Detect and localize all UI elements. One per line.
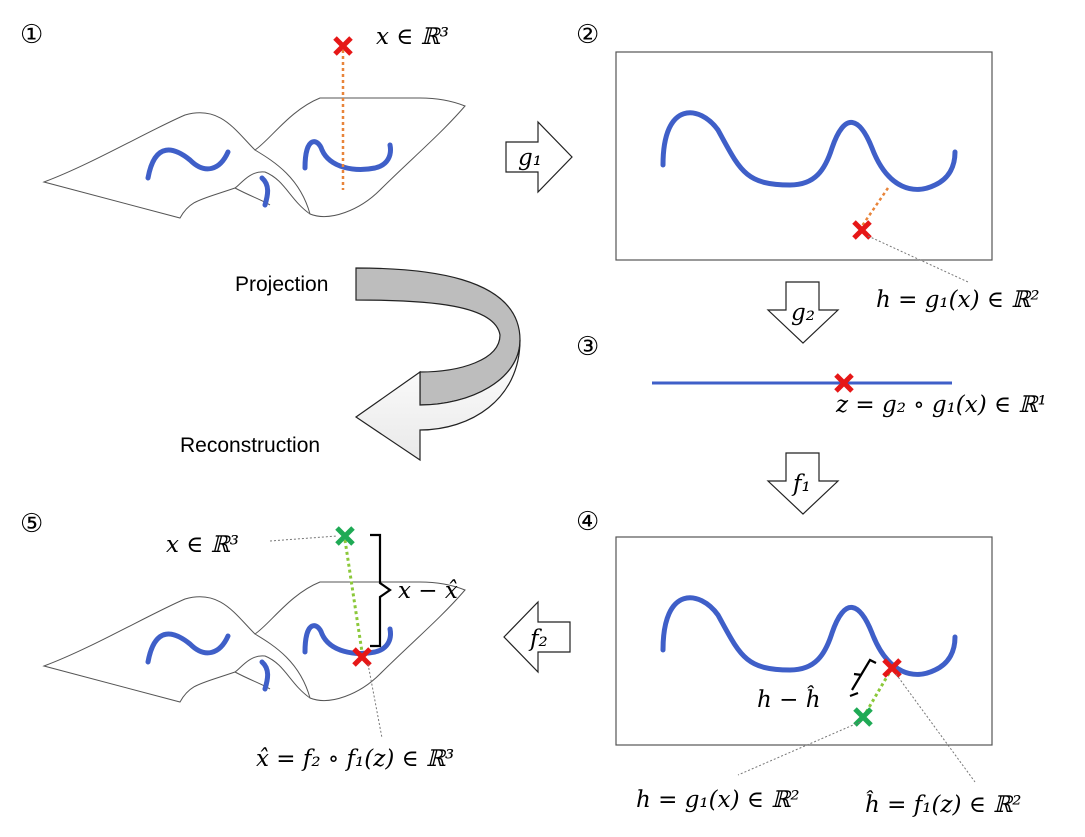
h-point-marker [852,220,872,240]
h-point-marker-2 [882,658,902,678]
manifold-sheet [42,97,466,219]
projection-line-2d [860,187,890,227]
panel-2-frame [615,51,993,261]
x-error-brace [370,533,392,648]
input-label: x ∈ ℝ³ [376,24,449,50]
xhat-leader [367,663,383,739]
manifold-sheet-recon [42,581,466,703]
reconstruction-label: Reconstruction [180,434,320,457]
manifold-curve-recon [145,623,393,692]
projection-reconstruction-arrow: Projection Reconstruction [180,267,521,462]
panel-2-latent-2d [615,51,993,283]
x-error-label: x − x̂ [398,578,458,604]
x-leader [269,535,338,542]
f1-label: f₁ [791,471,811,497]
xhat-label: x̂ = f₂ ∘ f₁(z) ∈ ℝ³ [256,746,454,772]
z-point-marker [834,373,854,393]
projection-label: Projection [235,273,328,296]
f2-arrow: f₂ [503,600,571,674]
f1-arrow: f₁ [766,452,840,515]
step-3-number: ③ [576,332,599,362]
panel-4-frame [615,536,993,746]
panel-3-latent-1d: z = g₂ ∘ g₁(x) ∈ ℝ¹ [652,373,1047,418]
g2-arrow: g₂ [766,281,840,344]
x-point-marker-recon [335,526,355,546]
hhat-label: ĥ = f₁(z) ∈ ℝ² [865,791,1022,818]
curve-2d [660,110,958,192]
original-point-marker [333,36,353,56]
h-error-brace [849,658,877,698]
step-1-number: ① [20,20,43,50]
step-2-number: ② [576,20,599,50]
g1-arrow: g₁ [505,120,573,194]
xhat-point-marker [352,647,372,667]
g1-label: g₁ [518,145,542,171]
reconstruction-band [354,339,521,462]
z-label: z = g₂ ∘ g₁(x) ∈ ℝ¹ [835,392,1047,418]
hhat-point-marker [853,707,873,727]
h-label-2: h = g₁(x) ∈ ℝ² [636,787,800,813]
x-label-recon: x ∈ ℝ³ [166,532,239,558]
panel-4-reconstruction-2d: h − ĥ [615,536,993,783]
step-5-number: ⑤ [20,509,43,539]
g2-label: g₂ [791,300,815,326]
error-line-3d [343,539,364,653]
step-4-number: ④ [576,507,599,537]
h-error-label: h − ĥ [757,686,821,713]
f2-label: f₂ [528,626,548,652]
panel-5-reconstruction: x − x̂ [42,526,466,739]
manifold-curve [145,139,393,208]
h-label: h = g₁(x) ∈ ℝ² [876,287,1040,313]
curve-2d-recon [660,595,958,677]
panel-1-manifold: x ∈ ℝ³ [42,24,466,219]
